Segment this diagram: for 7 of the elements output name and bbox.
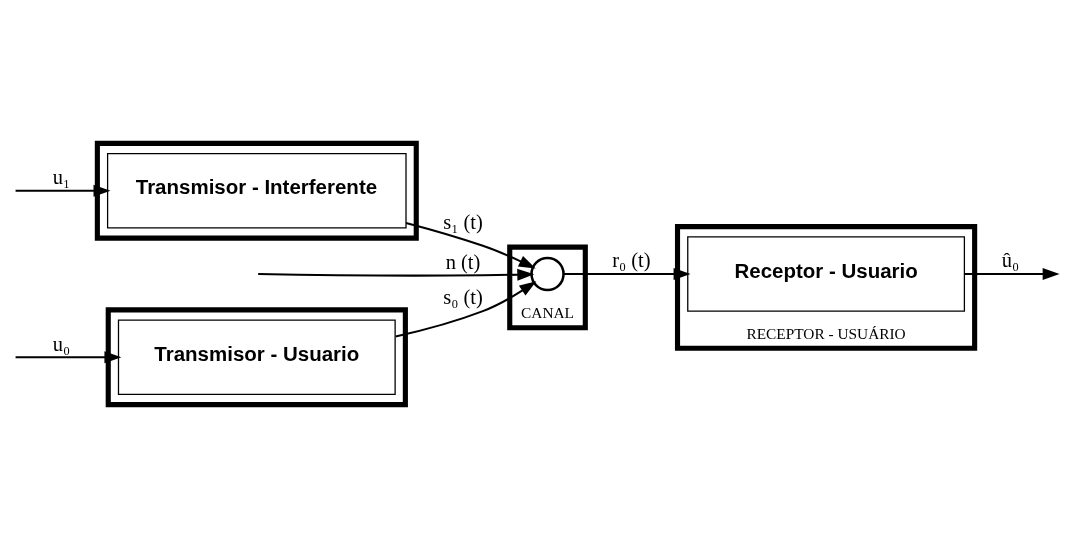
- edge-label: n (t): [445, 250, 481, 273]
- edge-label: s₀ (t): [443, 286, 483, 309]
- edge-label: s₁ (t): [443, 210, 483, 233]
- edge-label: u₁: [52, 166, 71, 189]
- edge-label: r₀ (t): [612, 249, 651, 272]
- edge-label: û₀: [1001, 249, 1020, 272]
- edge-label: u₀: [52, 332, 71, 355]
